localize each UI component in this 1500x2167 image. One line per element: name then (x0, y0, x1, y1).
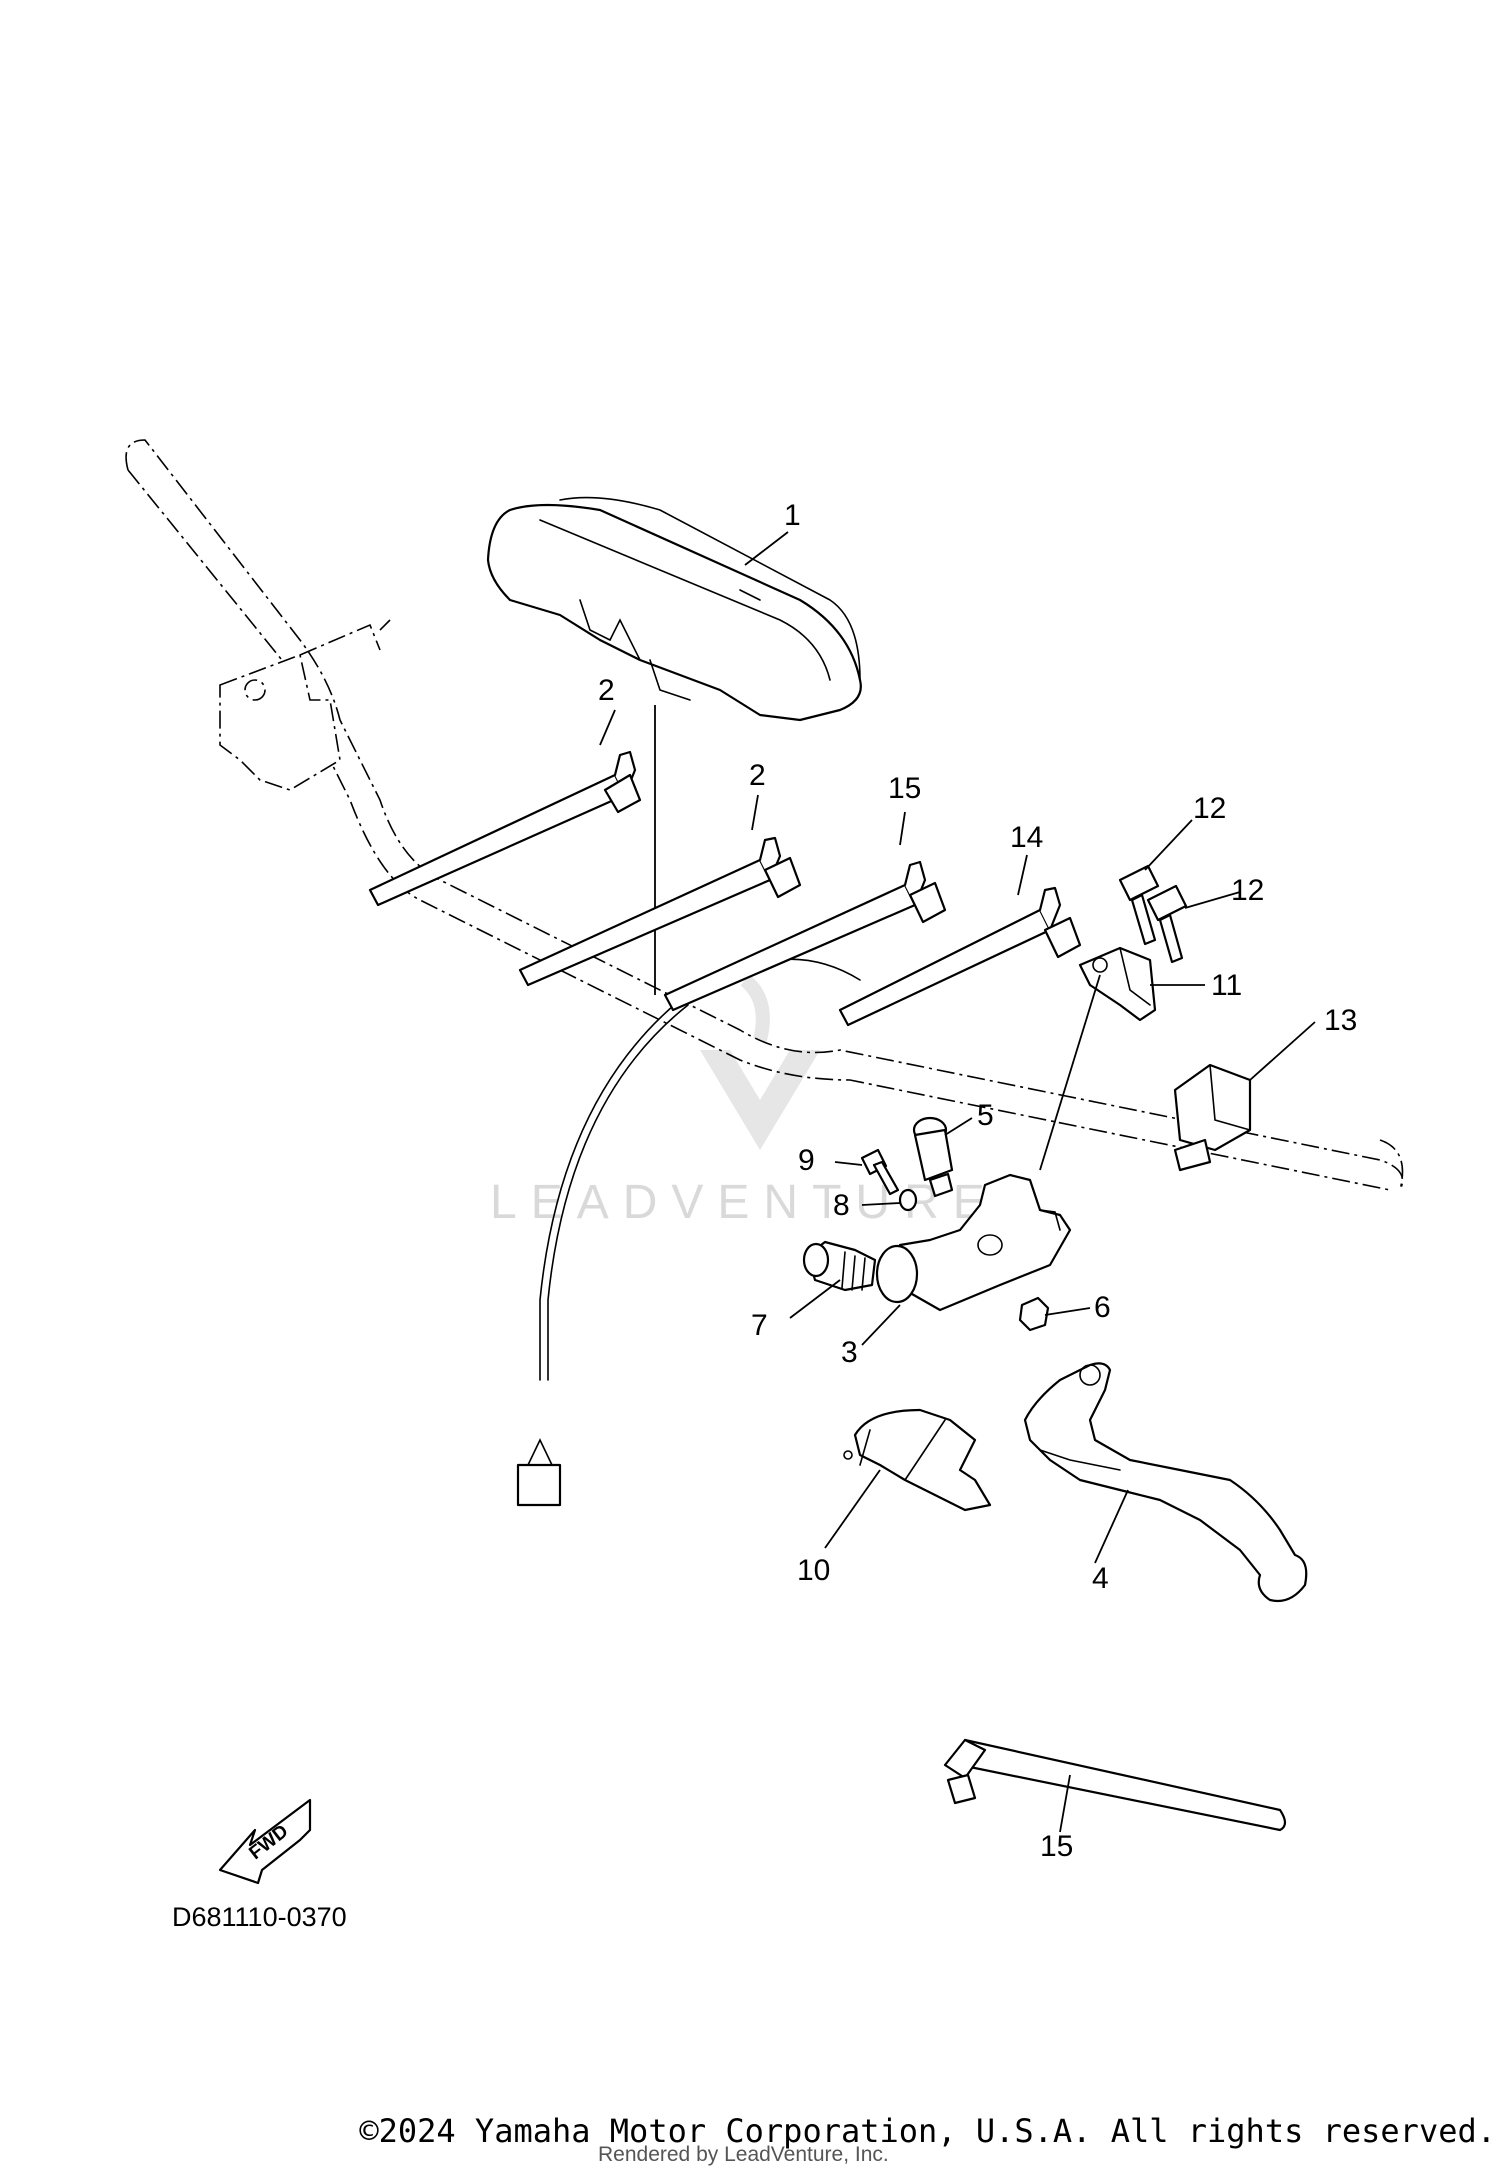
callout-5: 5 (977, 1099, 994, 1132)
callout-6: 6 (1094, 1291, 1111, 1324)
callout-3: 3 (841, 1336, 858, 1369)
callout-4: 4 (1092, 1562, 1109, 1595)
nut-8[interactable] (898, 1188, 918, 1212)
pivot-bolt-5[interactable] (912, 1116, 954, 1198)
handlebar-pad[interactable] (486, 496, 862, 722)
leader-lines (599, 531, 1316, 1833)
callout-labels: 1 2 2 15 14 12 12 11 13 5 9 8 6 7 3 10 4… (598, 499, 1357, 1863)
callout-15b: 15 (1040, 1830, 1073, 1863)
reference-code: D681110-0370 (172, 1902, 347, 1932)
callout-2b: 2 (749, 759, 766, 792)
callout-1: 1 (784, 499, 801, 532)
callout-13: 13 (1324, 1004, 1357, 1037)
callout-2a: 2 (598, 674, 615, 707)
cable-tie-15a[interactable] (663, 860, 947, 1012)
callout-9: 9 (798, 1144, 815, 1177)
cable-tie-2a[interactable] (368, 750, 642, 907)
callout-8: 8 (833, 1189, 850, 1222)
clutch-lever-4[interactable] (1023, 1362, 1308, 1603)
cable-wire (516, 958, 861, 1507)
holder-13[interactable] (1173, 1063, 1252, 1172)
callout-12a: 12 (1193, 792, 1226, 825)
callout-11: 11 (1211, 969, 1242, 1002)
cable-tie-2b[interactable] (518, 836, 802, 987)
lever-cover-10[interactable] (843, 1408, 992, 1512)
watermark-text: LEADVENTURE (490, 1176, 999, 1229)
lever-bracket-3[interactable] (875, 1173, 1072, 1312)
callout-14: 14 (1010, 821, 1043, 854)
rendered-by: Rendered by LeadVenture, Inc. (598, 2143, 889, 2166)
copyright-notice: ©2024 Yamaha Motor Corporation, U.S.A. A… (359, 2112, 1496, 2150)
nut-6[interactable] (1018, 1296, 1050, 1332)
watermark: LEADVENTURE (490, 974, 999, 1229)
cable-tie-14[interactable] (838, 886, 1082, 1027)
cable-tie-15b[interactable] (943, 1738, 1287, 1832)
cable-adjuster-7[interactable] (802, 1240, 877, 1292)
callout-10: 10 (797, 1554, 830, 1587)
callout-15a: 15 (888, 772, 921, 805)
callout-7: 7 (751, 1309, 768, 1342)
bolt-12a[interactable] (1118, 864, 1160, 946)
callout-12b: 12 (1231, 874, 1264, 907)
bolt-12b[interactable] (1146, 884, 1188, 964)
fwd-arrow-icon: FWD (218, 1798, 312, 1885)
clamp-11[interactable] (1078, 946, 1157, 1022)
adjuster-screw-9[interactable] (860, 1148, 900, 1196)
handlebar-phantom (125, 439, 1404, 1191)
